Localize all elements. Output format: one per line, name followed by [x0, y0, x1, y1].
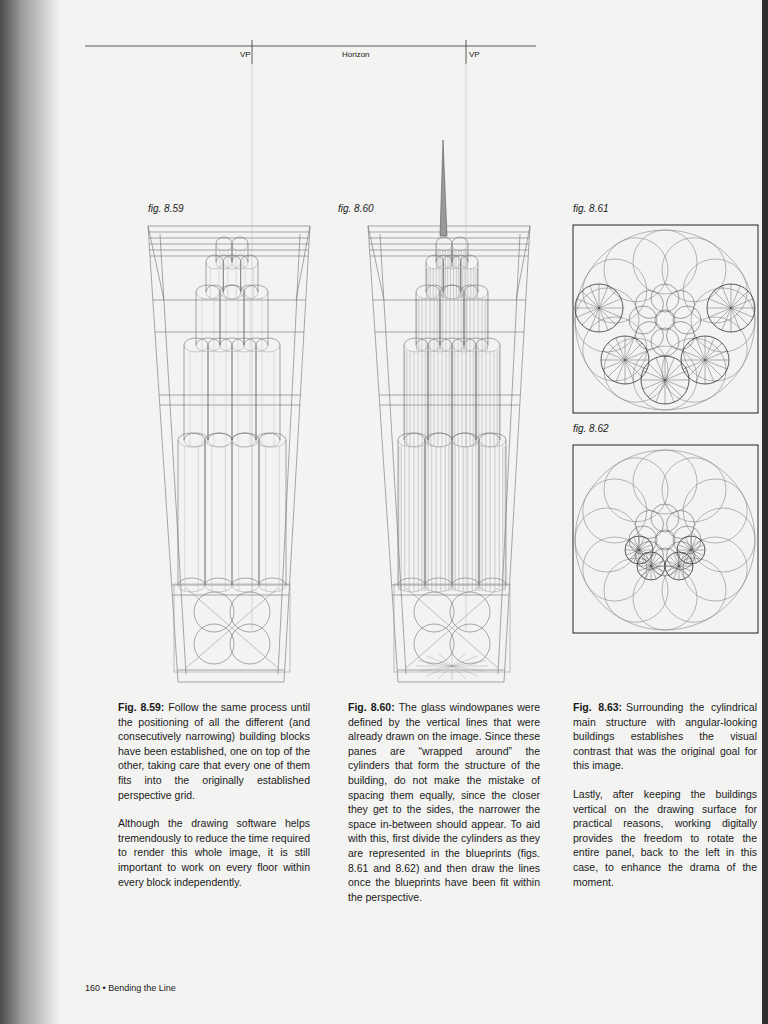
paragraph: fig. 8.61: [573, 203, 609, 215]
text-block: 160 • Bending the Line: [85, 983, 176, 994]
figure-label: fig. 8.59: [148, 203, 184, 214]
text-block: Horizon: [342, 50, 370, 60]
caption-text: Follow the same process until the positi…: [118, 701, 310, 801]
tower-wireframe: [148, 226, 310, 682]
paragraph: VP: [240, 50, 251, 60]
page-footer: 160 • Bending the Line: [85, 983, 176, 993]
vp-line: [252, 40, 253, 64]
vp-label: VP: [469, 50, 480, 59]
vp-line: [466, 40, 467, 64]
paragraph: 160 • Bending the Line: [85, 983, 176, 994]
page-gutter: [0, 0, 60, 1024]
text-block: VP: [469, 50, 480, 60]
paragraph: fig. 8.59: [148, 203, 184, 215]
paragraph: Fig. 8.63:Surrounding the cylindrical ma…: [573, 700, 757, 773]
spire: [440, 140, 447, 236]
text-block: Fig. 8.59:Follow the same process until …: [118, 700, 310, 903]
page-edge: [762, 0, 768, 1024]
figure-label: fig. 8.60: [338, 203, 374, 214]
figure-reference: Fig. 8.59:: [118, 701, 164, 713]
caption-text: The glass windowpanes were defined by th…: [348, 701, 540, 903]
text-block: Fig. 8.63:Surrounding the cylindrical ma…: [573, 700, 757, 903]
paragraph: fig. 8.62: [573, 423, 609, 435]
text-block: fig. 8.62: [573, 423, 609, 435]
vp-label: Horizon: [342, 50, 370, 59]
text-block: VP: [240, 50, 251, 60]
figure-reference: Fig. 8.60:: [348, 701, 395, 713]
caption-text: Although the drawing software helps trem…: [118, 817, 310, 887]
caption-text: Lastly, after keeping the buildings vert…: [573, 788, 757, 888]
paragraph: Fig. 8.59:Follow the same process until …: [118, 700, 310, 802]
paragraph: Lastly, after keeping the buildings vert…: [573, 787, 757, 889]
horizon-line: [85, 46, 536, 47]
paragraph: fig. 8.60: [338, 203, 374, 215]
vp-line: [466, 64, 467, 630]
text-block: Fig. 8.60:The glass windowpanes were def…: [348, 700, 540, 918]
paragraph: Although the drawing software helps trem…: [118, 816, 310, 889]
figure-reference: Fig. 8.63:: [573, 701, 622, 713]
paragraph: Horizon: [342, 50, 370, 60]
paragraph: VP: [469, 50, 480, 60]
text-block: fig. 8.59: [148, 203, 184, 215]
blueprint-rosette: [573, 225, 758, 413]
figure-label: fig. 8.62: [573, 423, 609, 434]
tower-wireframe: [368, 226, 530, 682]
figure-label: fig. 8.61: [573, 203, 609, 214]
blueprint-rosette: [573, 445, 758, 633]
text-block: fig. 8.60: [338, 203, 374, 215]
vp-line: [252, 64, 253, 630]
text-block: fig. 8.61: [573, 203, 609, 215]
drawing: [85, 40, 758, 682]
vp-label: VP: [240, 50, 251, 59]
paragraph: Fig. 8.60:The glass windowpanes were def…: [348, 700, 540, 904]
